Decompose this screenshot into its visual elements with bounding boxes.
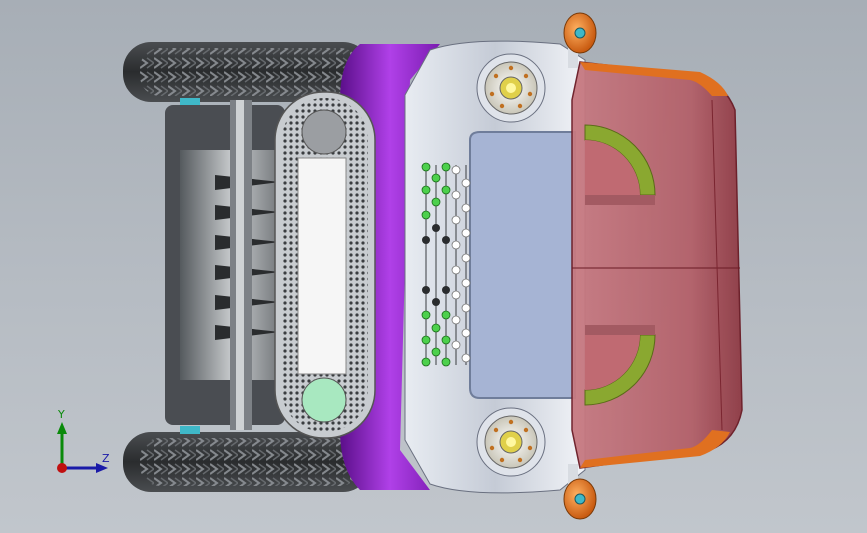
hood-edge-line bbox=[711, 99, 723, 431]
headlamp-bottom bbox=[476, 407, 546, 477]
hood-lamp-top bbox=[584, 124, 656, 205]
windshield bbox=[469, 131, 576, 399]
suspension-top bbox=[180, 98, 200, 106]
mirror-bottom bbox=[563, 464, 597, 520]
triad-axes-icon bbox=[57, 422, 108, 473]
grille-panel bbox=[274, 91, 376, 439]
triad-y-label: Y bbox=[58, 408, 65, 421]
headlamp-top bbox=[476, 53, 546, 123]
hood-trim-bottom bbox=[580, 430, 730, 468]
hood-trim-top bbox=[580, 62, 728, 96]
triad-z-label: Z bbox=[102, 452, 110, 465]
mirror-top bbox=[563, 12, 597, 68]
suspension-bottom bbox=[180, 426, 200, 434]
wheel-bottom bbox=[123, 432, 371, 492]
hood-lamp-bottom bbox=[584, 325, 656, 406]
led-strip bbox=[421, 162, 471, 367]
wheel-top bbox=[123, 42, 371, 102]
coordinate-triad: Y Z bbox=[48, 408, 118, 478]
engine-block bbox=[165, 100, 285, 430]
